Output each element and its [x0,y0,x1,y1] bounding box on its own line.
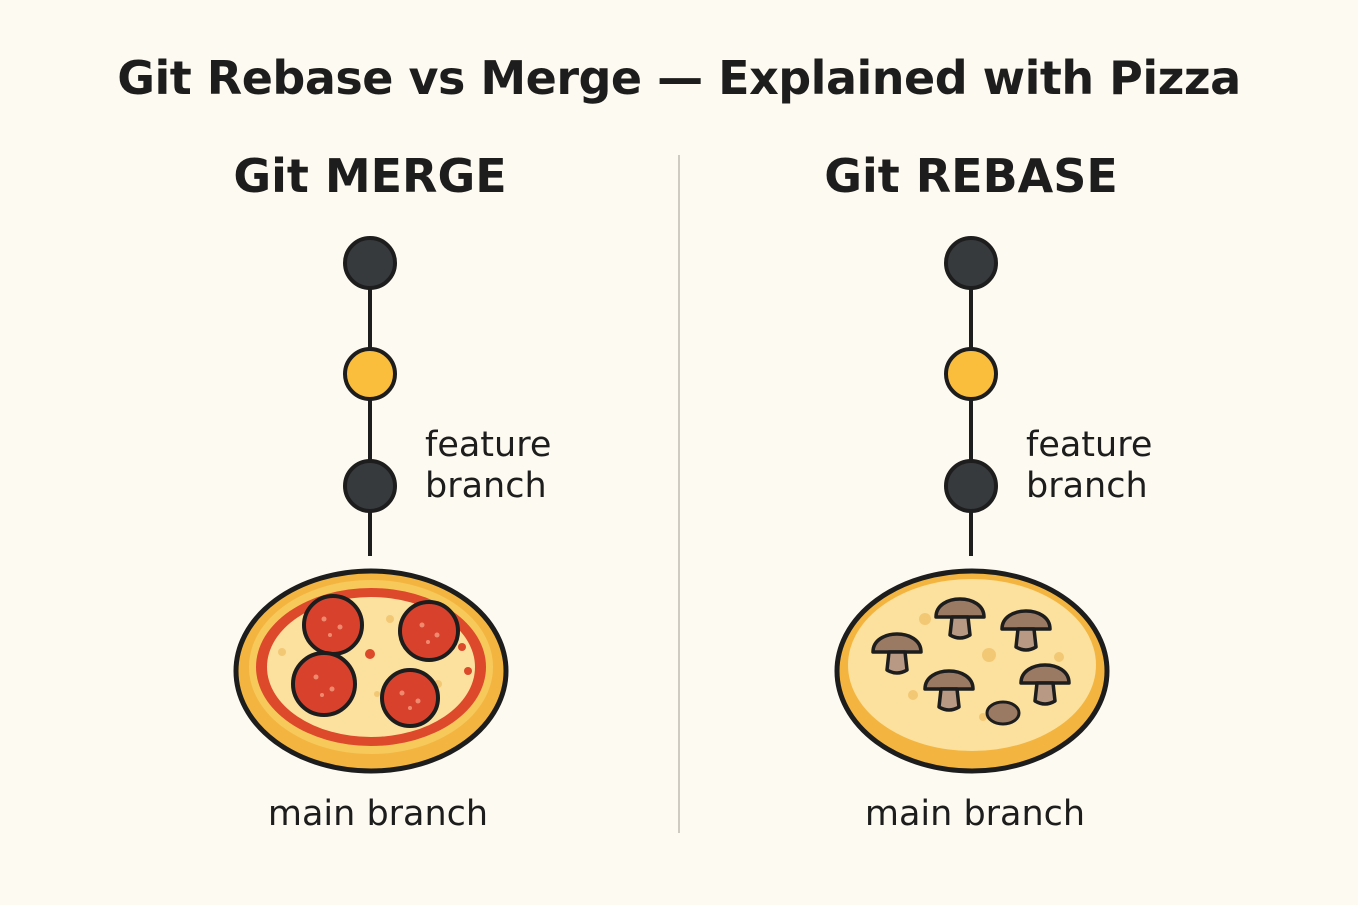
merge-commit-2 [343,347,397,401]
rebase-main-branch-label: main branch [864,794,1086,834]
merge-main-branch-label: main branch [267,794,489,834]
merge-feature-label-line-2: branch [425,466,547,506]
merge-panel-title: Git MERGE [233,149,507,203]
pepperoni-slice [291,651,357,717]
merge-panel: Git MERGE feature branch main branch [233,149,625,834]
rebase-panel: Git REBASE feature branch main branch [679,0,1358,905]
mushroom-pizza-icon [834,568,1110,774]
rebase-feature-branch-label: feature branch [1026,425,1226,507]
pepperoni-pizza-icon [233,568,509,774]
merge-branch-line [368,263,372,556]
rebase-feature-label-line-2: branch [1026,466,1148,506]
rebase-panel-title: Git REBASE [824,149,1118,203]
merge-commit-1 [343,236,397,290]
page-title: Git Rebase vs Merge — Explained with Piz… [117,51,1241,105]
rebase-commit-1 [944,236,998,290]
panel-divider [678,155,680,833]
pepperoni-slice [380,668,440,728]
rebase-commit-3 [944,459,998,513]
merge-commit-3 [343,459,397,513]
rebase-branch-line [969,263,973,556]
pepperoni-slice [398,600,460,662]
rebase-feature-label-line-1: feature [1026,425,1153,465]
merge-feature-label-line-1: feature [425,425,552,465]
rebase-commit-2 [944,347,998,401]
merge-feature-branch-label: feature branch [425,425,625,507]
pepperoni-slice [302,594,364,656]
